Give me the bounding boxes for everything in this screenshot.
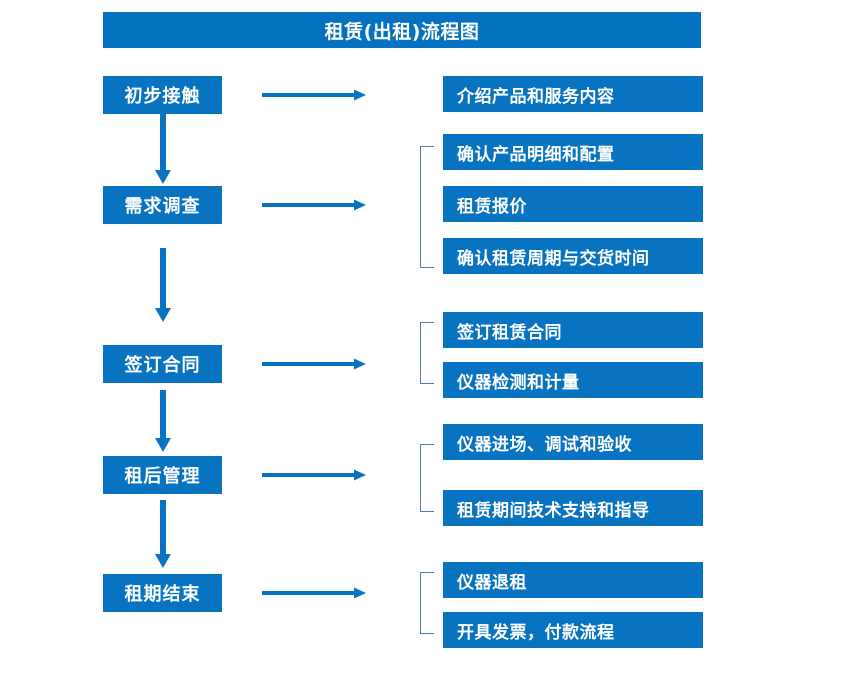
arrow-right-icon-1 [262,89,366,101]
detail-box-5-2[interactable]: 开具发票，付款流程 [443,612,703,648]
stage-box-2[interactable]: 需求调查 [103,186,222,224]
arrow-right-icon-2 [262,199,366,211]
detail-box-4-2[interactable]: 租赁期间技术支持和指导 [443,490,703,526]
detail-box-2-3[interactable]: 确认租赁周期与交货时间 [443,238,703,274]
stage-box-3[interactable]: 签订合同 [103,345,222,383]
arrow-right-icon-5 [262,587,366,599]
arrow-right-icon-3 [262,358,366,370]
detail-box-1-1[interactable]: 介绍产品和服务内容 [443,76,703,112]
detail-box-5-1[interactable]: 仪器退租 [443,562,703,598]
group-bracket-5 [420,572,434,634]
arrow-down-icon-2 [155,248,171,322]
group-bracket-4 [420,444,434,512]
detail-box-2-2[interactable]: 租赁报价 [443,186,703,222]
arrow-down-icon-4 [155,500,171,568]
group-bracket-3 [420,322,434,384]
detail-box-2-1[interactable]: 确认产品明细和配置 [443,134,703,170]
stage-box-1[interactable]: 初步接触 [103,76,222,114]
detail-box-3-1[interactable]: 签订租赁合同 [443,312,703,348]
stage-box-4[interactable]: 租后管理 [103,456,222,494]
detail-box-3-2[interactable]: 仪器检测和计量 [443,362,703,398]
detail-box-4-1[interactable]: 仪器进场、调试和验收 [443,424,703,460]
arrow-right-icon-4 [262,469,366,481]
stage-box-5[interactable]: 租期结束 [103,574,222,612]
arrow-down-icon-1 [155,114,171,184]
arrow-down-icon-3 [155,390,171,452]
group-bracket-2 [420,146,434,268]
page-title: 租赁(出租)流程图 [103,12,701,48]
